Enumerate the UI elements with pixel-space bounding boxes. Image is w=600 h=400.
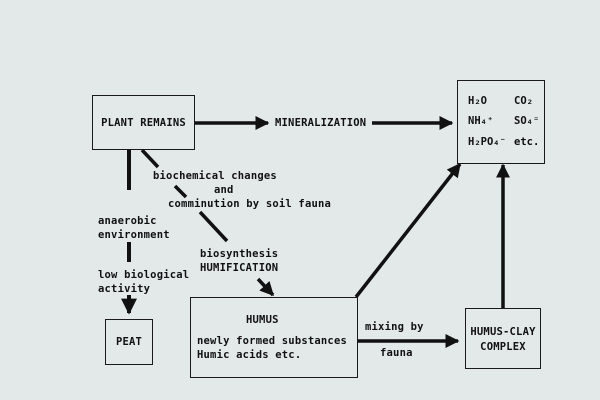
product-nh4: NH₄⁺	[468, 115, 494, 127]
node-humus: HUMUS newly formed substances Humic acid…	[190, 297, 358, 378]
node-humus-line2: Humic acids etc.	[197, 349, 302, 361]
label-mixing-2: fauna	[380, 347, 413, 359]
label-lowbio-1: low biological	[98, 269, 190, 281]
label-lowbio-2: activity	[98, 283, 151, 295]
node-products: H₂O CO₂ NH₄⁺ SO₄⁼ H₂PO₄⁻ etc.	[457, 80, 545, 164]
label-anaerobic-1: anaerobic	[98, 215, 157, 227]
node-humus-clay-line2: COMPLEX	[480, 341, 526, 353]
product-co2: CO₂	[514, 95, 533, 107]
node-peat: PEAT	[105, 319, 153, 365]
label-mixing-1: mixing by	[365, 321, 424, 333]
node-humus-clay-line1: HUMUS-CLAY	[470, 326, 536, 338]
arrow-plant-to-humus-4	[256, 277, 275, 297]
node-plant-remains: PLANT REMAINS	[92, 95, 195, 150]
product-h2po4: H₂PO₄⁻	[468, 136, 506, 148]
label-biochem-1: biochemical changes	[153, 170, 277, 182]
product-so4: SO₄⁼	[514, 115, 540, 127]
node-humus-title: HUMUS	[246, 314, 279, 326]
node-plant-remains-label: PLANT REMAINS	[101, 117, 186, 129]
label-humification: HUMIFICATION	[200, 262, 279, 274]
arrow-plant-to-humus-1	[140, 148, 160, 169]
product-h2o: H₂O	[468, 95, 487, 107]
product-etc: etc.	[514, 136, 540, 148]
node-peat-label: PEAT	[115, 336, 143, 348]
node-humus-clay: HUMUS-CLAY COMPLEX	[465, 308, 541, 369]
label-mineralization: MINERALIZATION	[275, 117, 367, 129]
label-biosynthesis: biosynthesis	[200, 248, 279, 260]
arrow-plant-to-humus-3	[198, 210, 229, 243]
label-anaerobic-2: environment	[98, 229, 170, 241]
label-biochem-3: comminution by soil fauna	[168, 198, 332, 210]
arrow-humus-to-products	[354, 162, 462, 299]
node-humus-line1: newly formed substances	[197, 335, 347, 347]
label-biochem-2: and	[214, 184, 234, 196]
arrow-plant-to-humus-2	[173, 184, 188, 199]
